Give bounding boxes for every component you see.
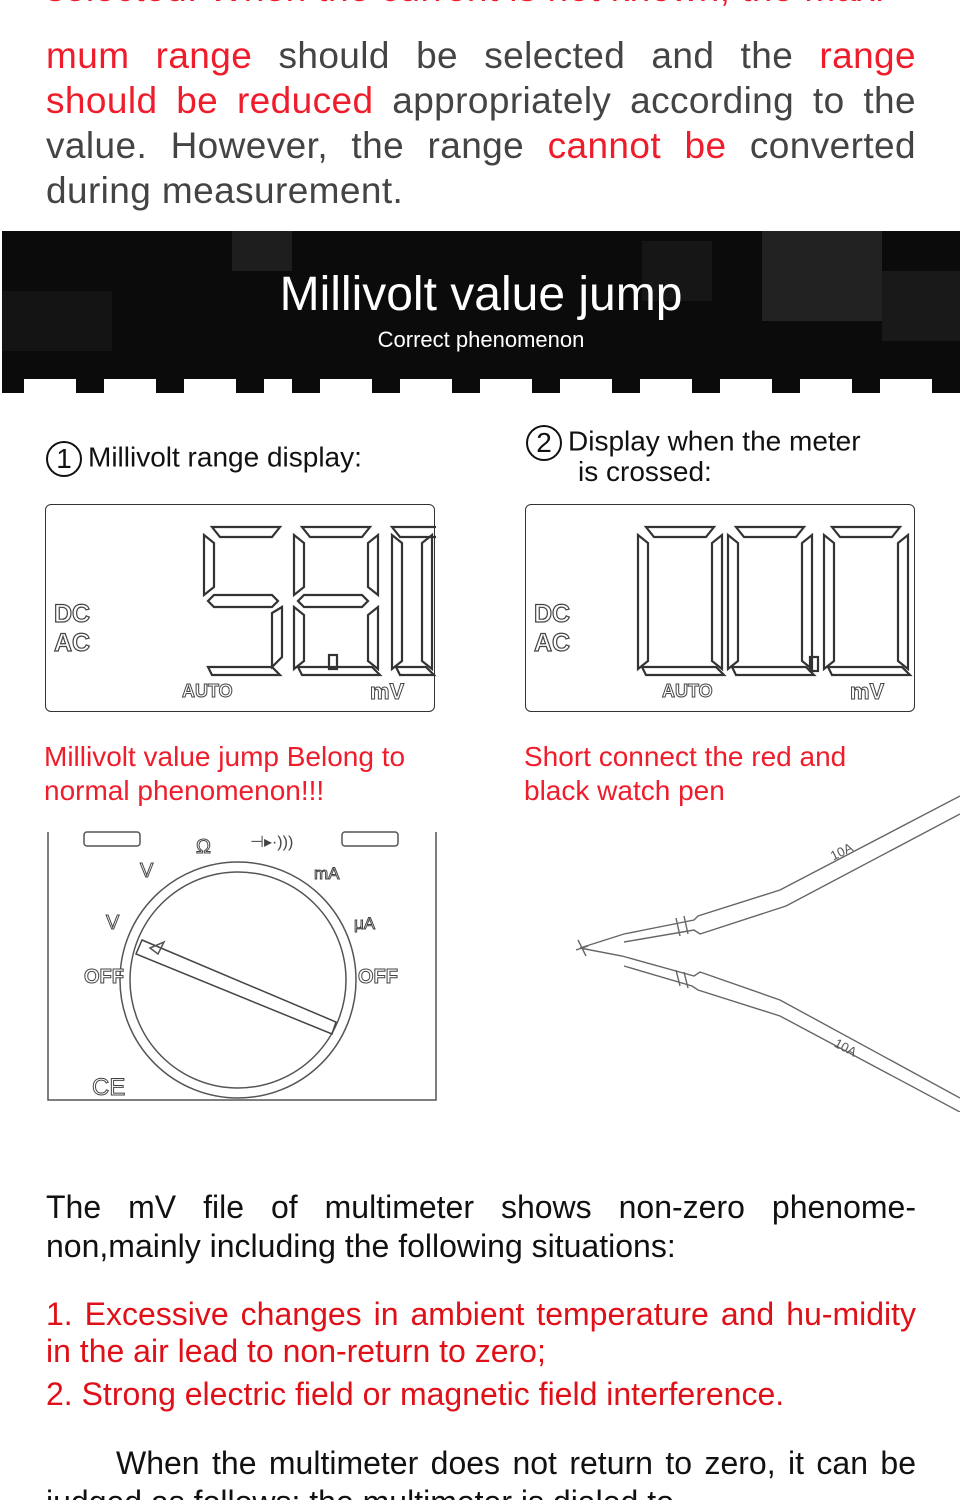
dial-label-ohm: Ω [196, 836, 212, 859]
step2-label-line1: Display when the meter [568, 425, 861, 457]
probes-drawing [575, 795, 960, 1113]
dial-drawing [47, 831, 437, 1101]
banner-teeth [2, 379, 960, 393]
intro-seg5: cannot be [547, 125, 727, 166]
note-jump-normal: Millivolt value jump Belong to normal ph… [44, 741, 406, 806]
lcd1-ac: AC [53, 628, 91, 657]
dial-label-dcv: V [105, 912, 120, 935]
banner-title: Millivolt value jump [279, 268, 683, 321]
intro-paragraph: selected. When the current is not known,… [46, 0, 916, 213]
lcd2-dc: DC [533, 599, 571, 628]
dial-label-off-right: OFF [358, 966, 399, 989]
dial-label-acv: V [139, 860, 154, 883]
lcd1-dcac: DC AC [53, 599, 91, 658]
lcd1-unit: mV [369, 679, 405, 705]
step2-number: 2 [526, 425, 562, 461]
diode-buzzer-icon: ⊣▸·))) [250, 834, 294, 851]
lcd2-unit: mV [849, 679, 885, 705]
banner-decor [882, 271, 960, 341]
step2-label-line2: is crossed: [578, 456, 712, 487]
explanation-paragraph: The mV file of multimeter shows non-zero… [46, 1189, 916, 1264]
intro-seg2: should be selected and the [252, 35, 820, 76]
judgement-paragraph: When the multimeter does not return to z… [46, 1445, 916, 1500]
intro-seg6: converted during measurement. [46, 125, 916, 211]
list-item: 2. Strong electric field or magnetic fie… [46, 1376, 785, 1412]
dial-label-ma: mA [314, 864, 340, 884]
lcd-display-2: DC AC AUTO mV [525, 504, 915, 712]
lcd1-digits [202, 525, 436, 677]
lcd2-digits [636, 525, 913, 677]
lcd1-dc: DC [53, 599, 91, 628]
situations-list: 1. Excessive changes in ambient temperat… [46, 1296, 916, 1413]
step1-number: 1 [46, 441, 82, 477]
lcd1-auto: AUTO [182, 681, 234, 702]
banner-subtitle: Correct phenomenon [377, 327, 585, 352]
lcd-display-1: DC AC AUTO mV [45, 504, 436, 712]
step1-label: Millivolt range display: [88, 441, 362, 473]
section-banner: Millivolt value jump Correct phenomenon [2, 231, 960, 393]
multimeter-dial-illustration: Ω ⊣▸·))) V V mA μA OFF OFF CE [46, 830, 438, 1102]
dial-label-off-left: OFF [84, 966, 125, 989]
intro-seg3: range should be reduced [46, 35, 917, 121]
lcd2-auto: AUTO [662, 681, 714, 702]
list-item: 1. Excessive changes in ambient temperat… [46, 1296, 916, 1369]
banner-decor [762, 231, 882, 321]
lcd2-dcac: DC AC [533, 599, 571, 658]
lcd2-ac: AC [533, 628, 571, 657]
intro-cut-line: selected. When the current is not known,… [46, 0, 916, 33]
intro-seg1: mum range [46, 35, 253, 76]
intro-line0: selected. When the current is not known,… [46, 0, 897, 9]
banner-decor [642, 241, 712, 301]
intro-seg4: appropriately according to the value. Ho… [46, 80, 916, 166]
note-short-connect: Short connect the red and black watch pe… [524, 741, 847, 806]
ce-mark-icon: CE [91, 1074, 126, 1102]
banner-decor [232, 231, 292, 271]
banner-decor [2, 291, 112, 351]
dial-label-ua: μA [353, 914, 376, 934]
test-probes-illustration: 10A 10A [575, 790, 960, 1113]
